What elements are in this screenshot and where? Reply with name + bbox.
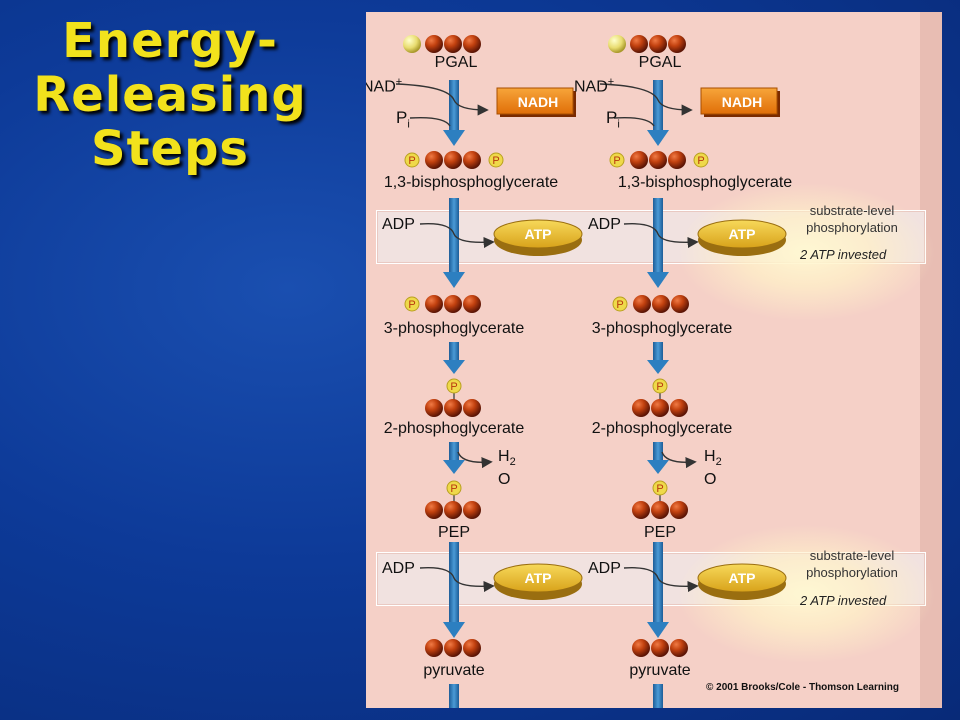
title-line-3: Steps: [91, 121, 249, 177]
atp-label-lower-right: ATP: [729, 570, 756, 586]
molecule-3pg-right: P: [612, 295, 689, 313]
pi-sub: i: [617, 118, 620, 131]
pi-text: P: [396, 108, 408, 127]
nadh-box-right: [700, 87, 780, 117]
note-substrate-level-upper: substrate-level phosphorylation: [786, 202, 918, 236]
phosphate-label: P: [697, 155, 704, 167]
phosphate-label: P: [492, 155, 499, 167]
side-reaction-arrows: [395, 83, 699, 593]
adp-upper-left: ADP: [382, 216, 415, 233]
water-left: H2 O: [498, 448, 516, 489]
label-bpg-left: 1,3-bisphosphoglycerate: [383, 174, 559, 191]
phosphate-label: P: [616, 299, 623, 311]
label-pyruvate-left: pyruvate: [423, 662, 485, 679]
label-2pg-right: 2-phosphoglycerate: [591, 420, 733, 437]
label-3pg-left: 3-phosphoglycerate: [383, 320, 525, 337]
water-h: H: [704, 448, 716, 465]
phosphate-label: P: [656, 483, 663, 495]
nadh-box-left: [496, 87, 576, 117]
note-line-2: phosphorylation: [806, 220, 898, 235]
molecule-pgal-left: [403, 35, 481, 53]
adp-lower-left: ADP: [382, 560, 415, 577]
title-line-1: Energy-: [62, 13, 278, 69]
label-pgal-left: PGAL: [434, 54, 478, 71]
pi-left: Pi: [396, 108, 410, 130]
label-pep-right: PEP: [643, 524, 676, 541]
molecule-bpg-right: P P: [609, 151, 709, 169]
note-atp-invested-upper: 2 ATP invested: [800, 247, 887, 262]
label-pep-left: PEP: [437, 524, 470, 541]
nad-plus-right: NAD+: [574, 76, 614, 96]
nadh-label-right: NADH: [722, 94, 762, 110]
adp-lower-right: ADP: [588, 560, 621, 577]
molecule-3pg-left: P: [404, 295, 481, 313]
atp-disc-upper-left: [493, 219, 583, 256]
label-pgal-right: PGAL: [638, 54, 682, 71]
copyright-notice: © 2001 Brooks/Cole - Thomson Learning: [706, 682, 899, 693]
atp-disc-upper-right: [697, 219, 787, 256]
title-line-2: Releasing: [33, 67, 307, 123]
note-atp-invested-lower: 2 ATP invested: [800, 593, 887, 608]
slide-title: Energy- Releasing Steps: [20, 14, 320, 176]
phosphate-label: P: [408, 155, 415, 167]
nad-text: NAD: [366, 78, 396, 96]
molecule-2pg-left: P: [425, 378, 481, 417]
label-3pg-right: 3-phosphoglycerate: [591, 320, 733, 337]
molecule-bpg-left: P P: [404, 151, 504, 169]
phosphate-label: P: [408, 299, 415, 311]
atp-disc-lower-right: [697, 563, 787, 600]
molecule-pgal-right: [608, 35, 686, 53]
water-right: H2 O: [704, 448, 722, 489]
adp-upper-right: ADP: [588, 216, 621, 233]
water-2: 2: [509, 456, 516, 469]
pi-text: P: [606, 108, 618, 127]
molecule-pep-right: P: [632, 480, 688, 519]
phosphate-label: P: [656, 381, 663, 393]
phosphate-label: P: [450, 381, 457, 393]
pi-sub: i: [407, 118, 410, 131]
note-line-2: phosphorylation: [806, 565, 898, 580]
atp-label-upper-left: ATP: [525, 226, 552, 242]
note-substrate-level-lower: substrate-level phosphorylation: [786, 547, 918, 581]
pi-right: Pi: [606, 108, 620, 130]
label-2pg-left: 2-phosphoglycerate: [383, 420, 525, 437]
molecule-pep-left: P: [425, 480, 481, 519]
atp-label-upper-right: ATP: [729, 226, 756, 242]
nad-charge: +: [607, 76, 615, 88]
glycolysis-diagram-panel: P P P P P P: [366, 12, 942, 708]
water-o: O: [498, 471, 511, 489]
nad-charge: +: [395, 76, 403, 88]
note-line-1: substrate-level: [809, 203, 895, 218]
molecule-2pg-right: P: [632, 378, 688, 417]
atp-label-lower-left: ATP: [525, 570, 552, 586]
label-pyruvate-right: pyruvate: [629, 662, 691, 679]
phosphate-label: P: [450, 483, 457, 495]
water-o: O: [704, 471, 717, 489]
water-h: H: [498, 448, 510, 465]
atp-disc-lower-left: [493, 563, 583, 600]
water-2: 2: [715, 456, 722, 469]
nad-text: NAD: [574, 78, 608, 96]
nadh-label-left: NADH: [518, 94, 558, 110]
pathway-arrows-right: [647, 80, 669, 708]
diagram-graphics: P P P P P P: [395, 35, 787, 708]
nad-plus-left: NAD+: [366, 76, 402, 96]
note-line-1: substrate-level: [809, 548, 895, 563]
molecule-pyruvate-right: [632, 639, 688, 657]
pathway-arrows-left: [443, 80, 465, 708]
label-bpg-right: 1,3-bisphosphoglycerate: [617, 174, 793, 191]
phosphate-label: P: [613, 155, 620, 167]
molecule-pyruvate-left: [425, 639, 481, 657]
